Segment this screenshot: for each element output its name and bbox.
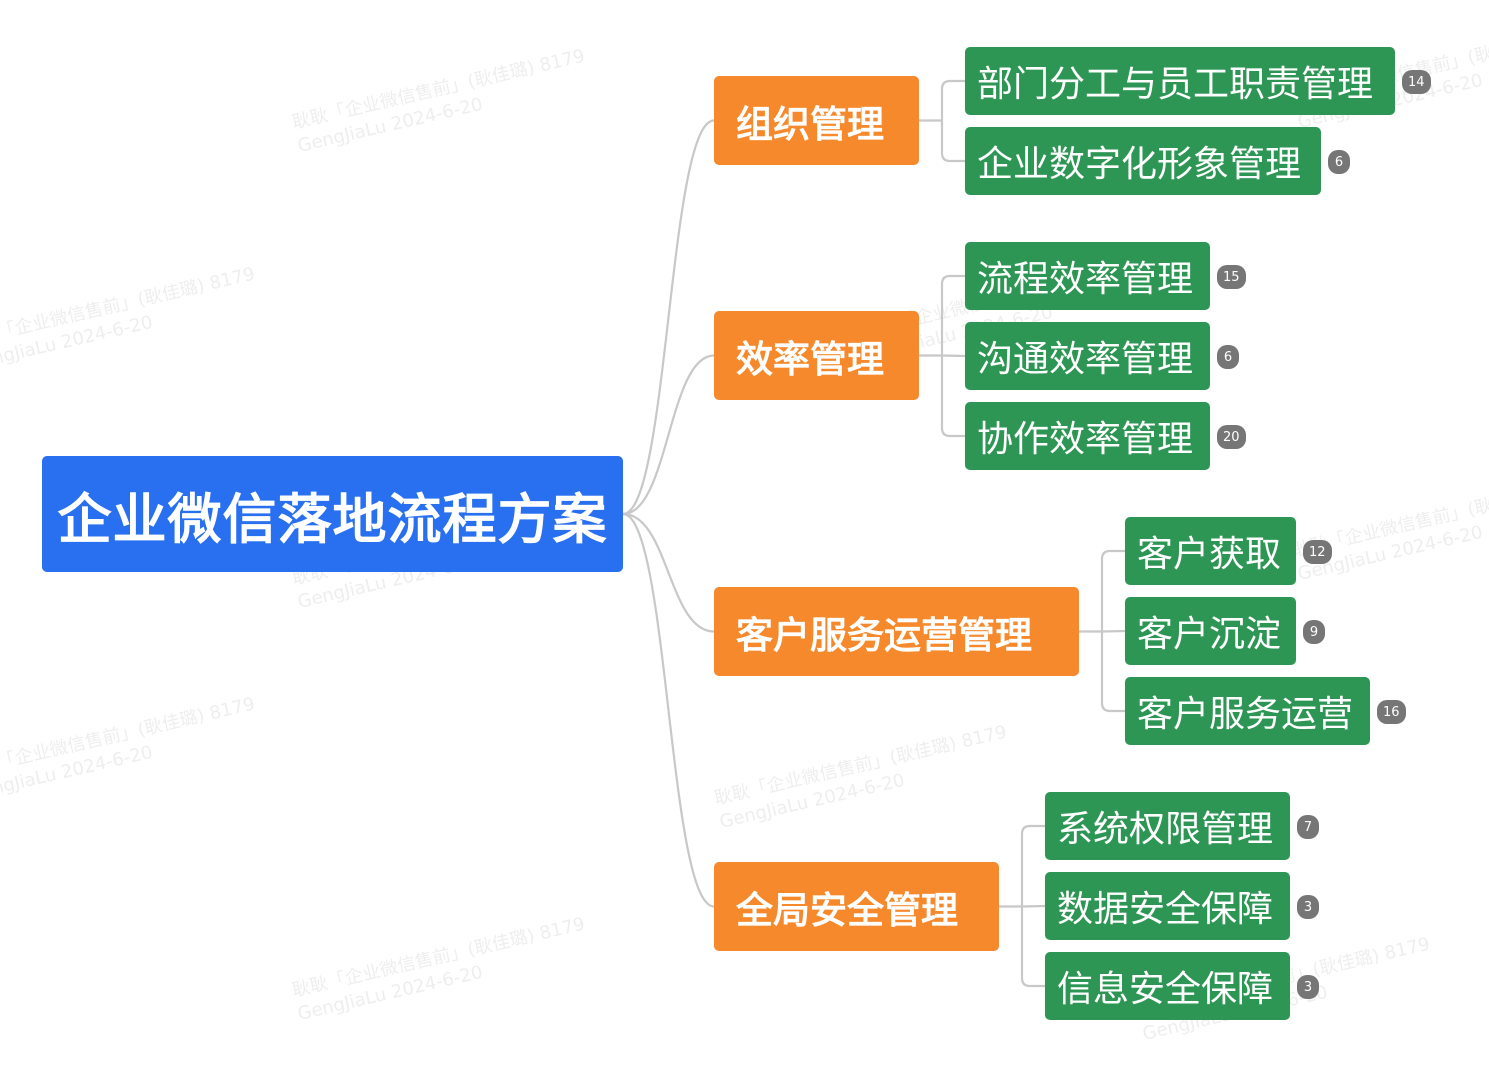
- subtopic-node[interactable]: 系统权限管理: [1045, 792, 1290, 860]
- subtopic-node[interactable]: 企业数字化形象管理: [965, 127, 1321, 195]
- branch-child-connector: [940, 120, 965, 163]
- branch-child-connector: [1020, 824, 1045, 907]
- branch-child-connector: [940, 355, 965, 438]
- branch-topic-customer-service[interactable]: 客户服务运营管理: [714, 587, 1079, 676]
- branch-child-connector: [1100, 549, 1125, 632]
- branch-child-connector: [1101, 629, 1126, 633]
- subtopic-node[interactable]: 部门分工与员工职责管理: [965, 47, 1395, 115]
- subtopic-node[interactable]: 客户沉淀: [1125, 597, 1296, 665]
- subtopic-node[interactable]: 客户服务运营: [1125, 677, 1370, 745]
- subtopic-count-badge: 7: [1297, 815, 1319, 839]
- branch-child-connector: [1020, 906, 1045, 988]
- root-branch-connector: [622, 119, 715, 516]
- branch-topic-organization[interactable]: 组织管理: [714, 76, 919, 165]
- root-branch-connector: [622, 354, 715, 516]
- subtopic-count-badge: 12: [1303, 540, 1332, 564]
- branch-topic-security[interactable]: 全局安全管理: [714, 862, 999, 951]
- subtopic-node[interactable]: 数据安全保障: [1045, 872, 1290, 940]
- branch-child-connector: [940, 79, 965, 121]
- subtopic-count-badge: 3: [1297, 895, 1319, 919]
- subtopic-count-badge: 3: [1297, 975, 1319, 999]
- subtopic-node[interactable]: 沟通效率管理: [965, 322, 1210, 390]
- subtopic-count-badge: 15: [1217, 265, 1246, 289]
- branch-child-connector: [941, 354, 966, 358]
- branch-topic-efficiency[interactable]: 效率管理: [714, 311, 919, 400]
- subtopic-count-badge: 20: [1217, 425, 1246, 449]
- root-branch-connector: [622, 512, 715, 908]
- subtopic-count-badge: 16: [1377, 700, 1406, 724]
- subtopic-count-badge: 14: [1402, 70, 1431, 94]
- subtopic-count-badge: 6: [1328, 150, 1350, 174]
- branch-child-connector: [940, 274, 965, 356]
- root-branch-connector: [622, 512, 715, 633]
- branch-child-connector: [1021, 904, 1046, 908]
- subtopic-node[interactable]: 信息安全保障: [1045, 952, 1290, 1020]
- root-topic[interactable]: 企业微信落地流程方案: [42, 456, 623, 572]
- subtopic-count-badge: 6: [1217, 345, 1239, 369]
- subtopic-count-badge: 9: [1303, 620, 1325, 644]
- branch-child-connector: [1100, 631, 1125, 713]
- subtopic-node[interactable]: 客户获取: [1125, 517, 1296, 585]
- subtopic-node[interactable]: 流程效率管理: [965, 242, 1210, 310]
- subtopic-node[interactable]: 协作效率管理: [965, 402, 1210, 470]
